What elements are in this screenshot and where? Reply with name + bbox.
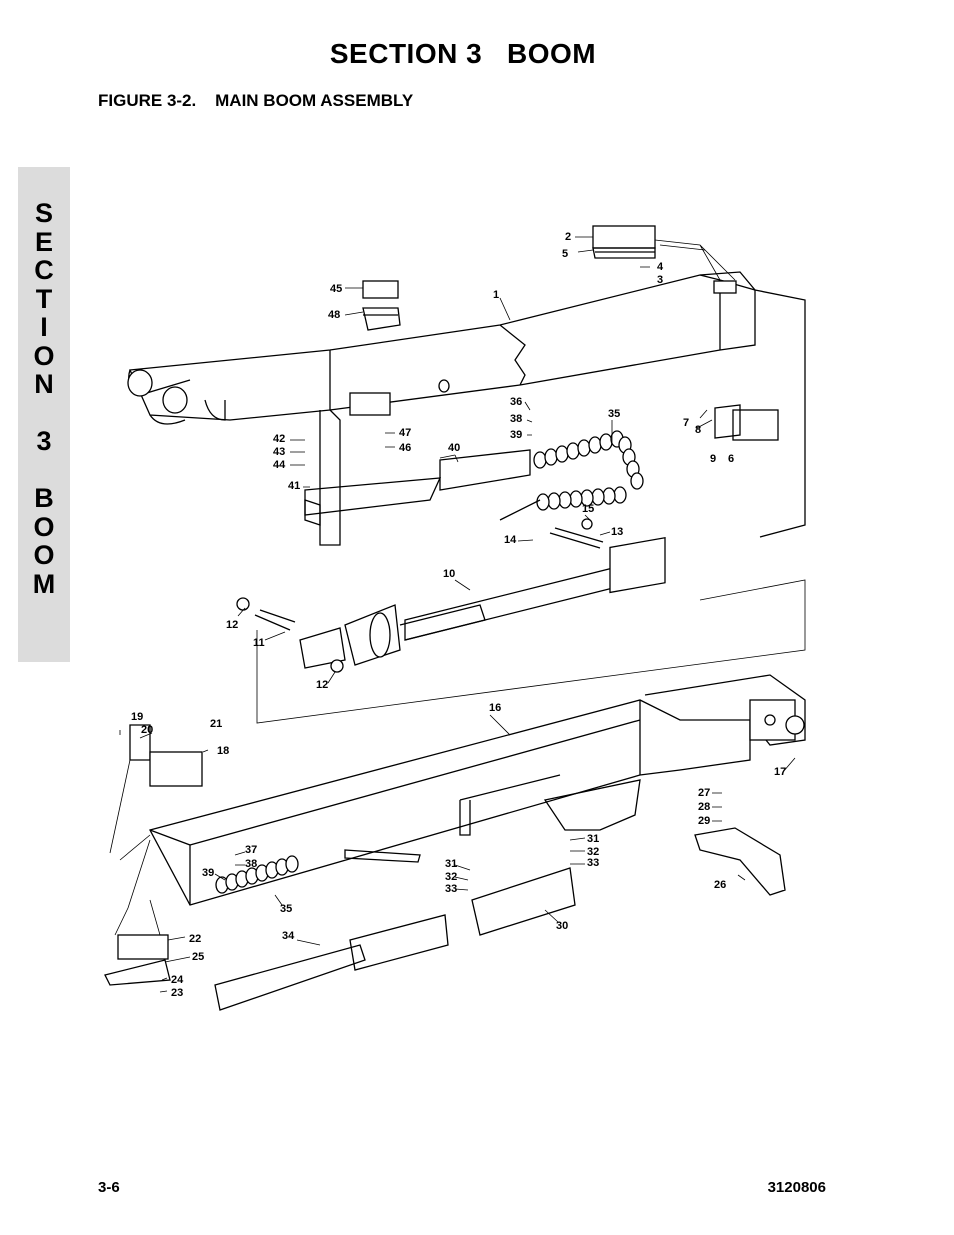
callout-c24: 24: [171, 974, 184, 986]
callout-c28: 28: [698, 801, 710, 813]
callout-c20: 20: [141, 724, 153, 736]
callout-c19: 19: [131, 711, 143, 723]
document-number: 3120806: [767, 1179, 826, 1196]
callout-c2: 2: [565, 231, 571, 243]
side-tab-letter: O: [33, 340, 55, 371]
callout-c39: 39: [510, 429, 522, 441]
callout-c38: 38: [510, 413, 522, 425]
callout-c12: 12: [316, 679, 328, 691]
callout-c27: 27: [698, 787, 710, 799]
callout-c45: 45: [330, 283, 342, 295]
callout-c43: 43: [273, 446, 285, 458]
wear-pads-top: [349, 225, 779, 441]
callout-c15: 15: [582, 503, 594, 515]
callout-c9: 9: [710, 453, 716, 465]
cable-track-link: [566, 442, 580, 460]
callout-c17: 17: [774, 766, 786, 778]
side-tab-letter: B: [34, 483, 54, 513]
callout-c16: 16: [489, 702, 501, 714]
callout-c33: 33: [587, 857, 599, 869]
cable-track-link: [613, 486, 627, 504]
side-tab-letter: T: [35, 283, 53, 314]
callout-c25: 25: [192, 951, 204, 963]
side-tab-letter: O: [33, 511, 55, 542]
callout-c35: 35: [280, 903, 292, 915]
side-tab-letter: N: [34, 369, 54, 399]
callout-c1: 1: [493, 289, 499, 301]
side-tab-letter: O: [33, 540, 55, 570]
cable-track-link: [599, 433, 613, 451]
callout-c29: 29: [698, 815, 710, 827]
callout-c38: 38: [245, 858, 257, 870]
callout-c32: 32: [587, 846, 599, 858]
section-title: SECTION 3 BOOM: [329, 38, 597, 69]
callout-c7: 7: [683, 417, 689, 429]
callout-c13: 13: [611, 526, 623, 538]
callout-c46: 46: [399, 442, 411, 454]
callout-c31: 31: [445, 858, 457, 870]
callout-c14: 14: [504, 534, 517, 546]
callout-c36: 36: [510, 396, 522, 408]
callout-c37: 37: [245, 844, 257, 856]
cable-track-link: [602, 487, 616, 505]
callout-c44: 44: [273, 459, 286, 471]
fly-boom-section: [104, 674, 806, 1011]
side-tab-letter: I: [40, 312, 48, 342]
callout-c5: 5: [562, 248, 568, 260]
cable-track-link: [533, 451, 547, 469]
callout-c42: 42: [273, 433, 285, 445]
callout-c4: 4: [657, 261, 664, 273]
page-number: 3-6: [98, 1179, 120, 1196]
callout-c31: 31: [587, 833, 599, 845]
side-tab-letter: S: [34, 198, 53, 228]
callout-c30: 30: [556, 920, 568, 932]
callout-c26: 26: [714, 879, 726, 891]
cable-track-link: [544, 448, 558, 466]
cable-track-link: [555, 445, 569, 463]
telescope-cylinder: [236, 518, 666, 673]
callout-c11: 11: [253, 637, 265, 649]
callout-c18: 18: [217, 745, 229, 757]
callout-c48: 48: [328, 309, 340, 321]
callout-c10: 10: [443, 568, 455, 580]
side-tab-letter: 3: [36, 426, 52, 456]
cable-track-link: [588, 436, 602, 454]
side-tab-letter: E: [34, 226, 53, 257]
side-tab-letter: M: [32, 568, 56, 599]
callout-c41: 41: [288, 480, 300, 492]
callout-c6: 6: [728, 453, 734, 465]
outline-boxes: [256, 579, 806, 724]
callout-c22: 22: [189, 933, 201, 945]
callout-c12: 12: [226, 619, 238, 631]
cable-track-link: [536, 493, 550, 511]
callout-c39: 39: [202, 867, 214, 879]
cable-track-link: [285, 855, 299, 873]
leader-lines: [109, 236, 796, 993]
figure-title: FIGURE 3-2. MAIN BOOM ASSEMBLY: [98, 91, 414, 110]
callout-c47: 47: [399, 427, 411, 439]
callout-c3: 3: [657, 274, 663, 286]
callout-c8: 8: [695, 424, 701, 436]
callout-c32: 32: [445, 871, 457, 883]
callout-c35: 35: [608, 408, 620, 420]
callout-c23: 23: [171, 987, 183, 999]
side-tab-letter: C: [34, 255, 54, 285]
callout-c21: 21: [210, 718, 222, 730]
cable-track-link: [630, 472, 644, 490]
callout-c40: 40: [448, 442, 460, 454]
cable-track-link: [547, 492, 561, 510]
base-boom-section: [127, 271, 806, 546]
callout-c33: 33: [445, 883, 457, 895]
callout-c34: 34: [282, 930, 295, 942]
cable-track-upper: [304, 430, 644, 526]
cable-track-link: [577, 439, 591, 457]
cable-track-link: [569, 490, 583, 508]
cable-track-link: [558, 491, 572, 509]
